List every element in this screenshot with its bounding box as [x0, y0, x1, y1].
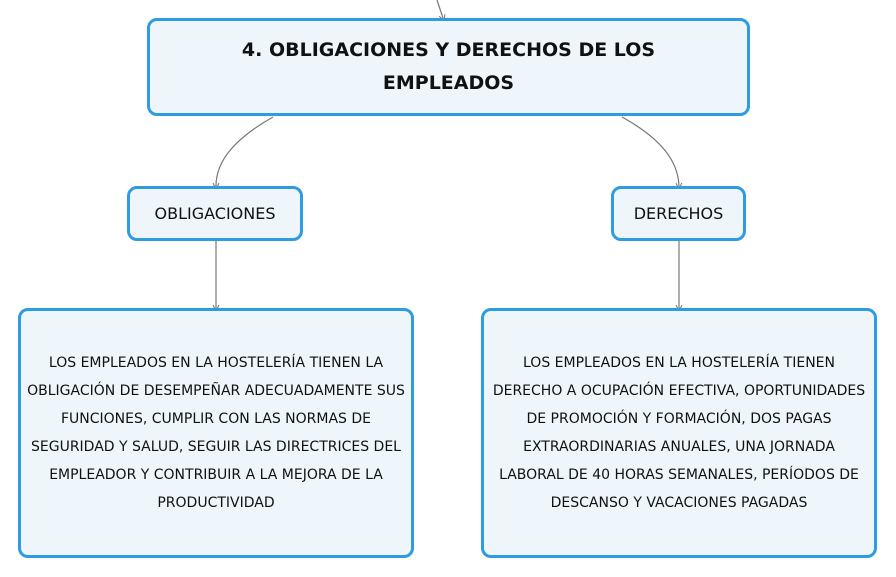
- connector-root-to-obligaciones: [216, 116, 274, 186]
- subtopic-derechos-node[interactable]: DERECHOS: [611, 186, 746, 241]
- subtopic-obligaciones-node[interactable]: OBLIGACIONES: [127, 186, 303, 241]
- detail-derechos-node[interactable]: LOS EMPLEADOS EN LA HOSTELERÍA TIENEN DE…: [481, 308, 877, 558]
- root-topic-label: 4. OBLIGACIONES Y DERECHOS DE LOS EMPLEA…: [241, 39, 656, 94]
- subtopic-obligaciones-label: OBLIGACIONES: [154, 204, 276, 223]
- connector-root-to-derechos: [621, 116, 679, 186]
- detail-obligaciones-text: LOS EMPLEADOS EN LA HOSTELERÍA TIENEN LA…: [27, 355, 405, 511]
- connector-incoming-root: [436, 0, 443, 18]
- detail-obligaciones-node[interactable]: LOS EMPLEADOS EN LA HOSTELERÍA TIENEN LA…: [18, 308, 414, 558]
- root-topic-node[interactable]: 4. OBLIGACIONES Y DERECHOS DE LOS EMPLEA…: [147, 18, 750, 116]
- subtopic-derechos-label: DERECHOS: [633, 204, 724, 223]
- detail-derechos-text: LOS EMPLEADOS EN LA HOSTELERÍA TIENEN DE…: [492, 355, 866, 511]
